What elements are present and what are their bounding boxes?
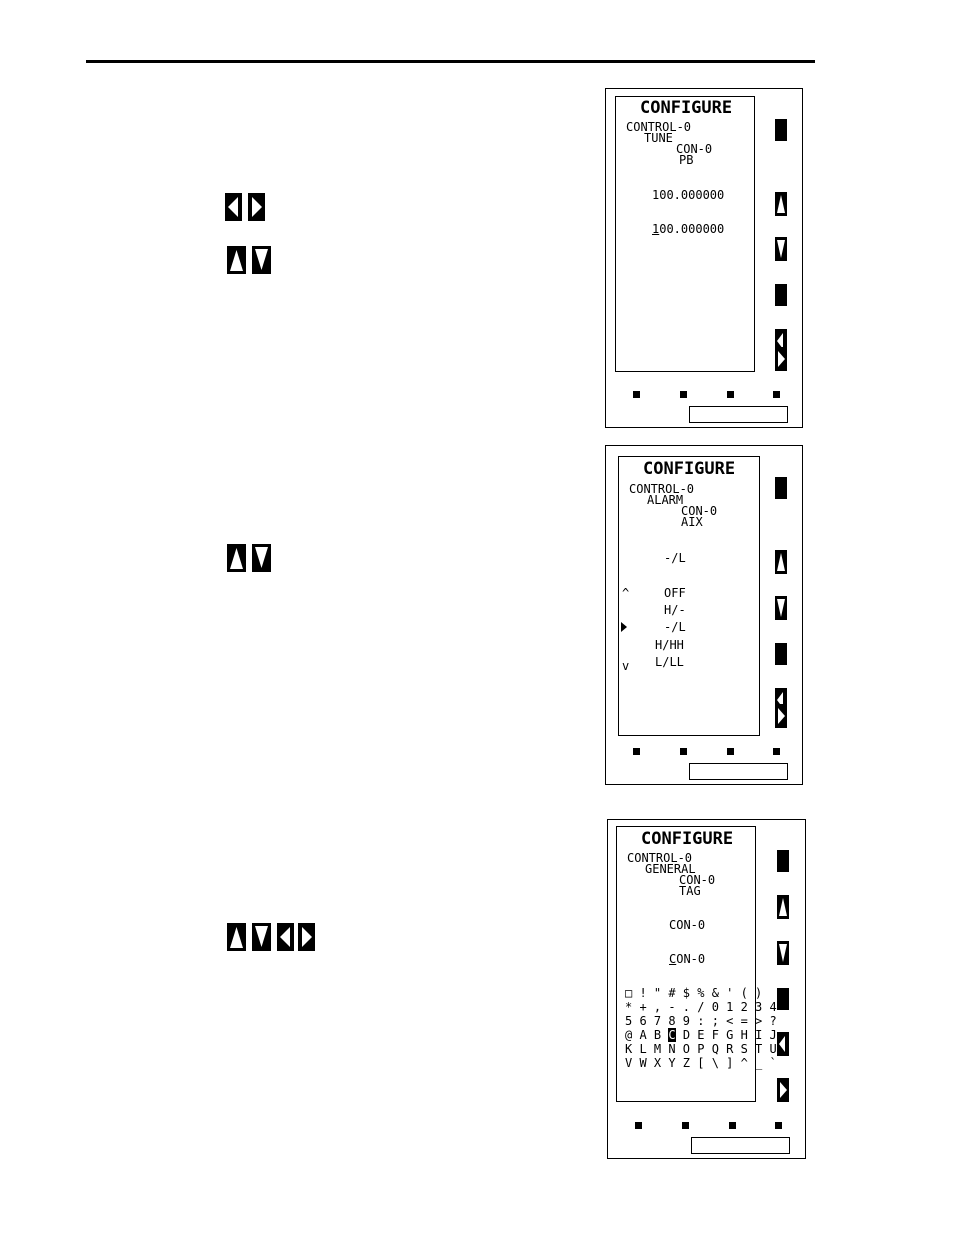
- scroll-up-indicator: ^: [622, 586, 630, 600]
- softkey-2[interactable]: [682, 1122, 689, 1129]
- up-key: [775, 550, 787, 574]
- blank-key: [775, 643, 787, 665]
- menu-path-4: PB: [679, 153, 694, 167]
- edit-value: CON-0: [669, 953, 705, 965]
- charset-row-1: □ ! " # $ % & ' ( ): [625, 986, 763, 1000]
- charset-row-6: V W X Y Z [ \ ] ^ _ `: [625, 1056, 777, 1070]
- blank-key: [775, 477, 787, 499]
- edit-value-rest: ON-0: [676, 952, 706, 966]
- right-key-icon[interactable]: [774, 345, 790, 373]
- charset-row-4-pre: @ A B: [625, 1028, 669, 1042]
- menu-path-2: GENERAL: [645, 862, 696, 876]
- charset-row-4-post: D E F G H I J: [675, 1028, 777, 1042]
- menu-path-4: AIX: [681, 515, 703, 529]
- softkey-label-box: [689, 406, 788, 423]
- softkey-4[interactable]: [775, 1122, 782, 1129]
- side-keys[interactable]: [776, 849, 792, 1107]
- softkey-label-box: [689, 763, 788, 780]
- menu-path-3: CON-0: [676, 142, 713, 156]
- menu-path-2: TUNE: [644, 131, 673, 145]
- softkey-3[interactable]: [727, 391, 734, 398]
- right-key-icon[interactable]: [774, 702, 790, 730]
- side-keys[interactable]: [774, 476, 790, 734]
- down-key: [775, 237, 787, 261]
- list-item-selected[interactable]: -/L: [664, 620, 686, 634]
- softkey-4[interactable]: [773, 391, 780, 398]
- blank-key: [777, 988, 789, 1010]
- list-item[interactable]: OFF: [664, 586, 686, 600]
- list-item[interactable]: H/-: [664, 603, 686, 617]
- menu-path-1: CONTROL-0: [627, 851, 693, 865]
- up-key: [775, 192, 787, 216]
- softkey-1[interactable]: [635, 1122, 642, 1129]
- charset-row-4: @ A B C D E F G H I J: [625, 1028, 777, 1043]
- softkey-3[interactable]: [729, 1122, 736, 1129]
- side-keys[interactable]: [774, 117, 790, 377]
- menu-path-4: TAG: [679, 884, 701, 898]
- charset-selected-char[interactable]: C: [668, 1028, 676, 1042]
- softkey-1[interactable]: [633, 391, 640, 398]
- charset-row-2: * + , - . / 0 1 2 3 4: [625, 1000, 777, 1014]
- blank-key: [775, 119, 787, 141]
- scroll-down-indicator: v: [622, 659, 630, 673]
- up-down-keys-icon: [227, 544, 271, 572]
- current-value: -/L: [664, 551, 686, 565]
- blank-key: [775, 284, 787, 306]
- list-item[interactable]: H/HH: [655, 638, 684, 652]
- menu-path-3: CON-0: [681, 504, 718, 518]
- edit-value-rest: 00.000000: [659, 222, 725, 236]
- up-down-keys-icon: [227, 246, 271, 274]
- edit-cursor: C: [669, 952, 677, 966]
- down-key: [775, 596, 787, 620]
- softkey-3[interactable]: [727, 748, 734, 755]
- display-screen: CONFIGURE CONTROL-0 ALARM CON-0 AIX -/L …: [618, 456, 760, 736]
- softkey-2[interactable]: [680, 748, 687, 755]
- screen-title: CONFIGURE: [641, 829, 734, 849]
- softkey-1[interactable]: [633, 748, 640, 755]
- softkey-2[interactable]: [680, 391, 687, 398]
- current-value: CON-0: [669, 918, 706, 932]
- current-value: 100.000000: [652, 188, 725, 202]
- down-key: [777, 941, 789, 965]
- screen-title: CONFIGURE: [640, 98, 733, 118]
- menu-path-3: CON-0: [679, 873, 716, 887]
- left-key: [777, 1032, 789, 1056]
- arrow-keys-icon: [227, 923, 315, 951]
- edit-cursor: 1: [652, 222, 660, 236]
- right-key-icon[interactable]: [776, 1076, 792, 1104]
- screen-title: CONFIGURE: [643, 459, 736, 479]
- menu-path-1: CONTROL-0: [626, 120, 692, 134]
- left-right-keys-icon: [225, 193, 265, 221]
- softkey-4[interactable]: [773, 748, 780, 755]
- header-rule: [86, 60, 815, 63]
- device-panel-alarm: CONFIGURE CONTROL-0 ALARM CON-0 AIX -/L …: [605, 445, 803, 785]
- up-key: [777, 895, 789, 919]
- right-key: [775, 375, 787, 377]
- menu-path-1: CONTROL-0: [629, 482, 695, 496]
- blank-key: [777, 850, 789, 872]
- device-panel-general: CONFIGURE CONTROL-0 GENERAL CON-0 TAG CO…: [607, 819, 806, 1159]
- edit-value: 100.000000: [652, 223, 724, 235]
- menu-path-2: ALARM: [647, 493, 684, 507]
- charset-row-5: K L M N O P Q R S T U: [625, 1042, 777, 1056]
- charset-row-3: 5 6 7 8 9 : ; < = > ?: [625, 1014, 777, 1028]
- display-screen: CONFIGURE CONTROL-0 TUNE CON-0 PB 100.00…: [615, 96, 755, 372]
- device-panel-tune: CONFIGURE CONTROL-0 TUNE CON-0 PB 100.00…: [605, 88, 803, 428]
- selection-pointer-icon: [621, 622, 627, 632]
- display-screen: CONFIGURE CONTROL-0 GENERAL CON-0 TAG CO…: [616, 826, 777, 1102]
- list-item[interactable]: L/LL: [655, 655, 684, 669]
- softkey-label-box: [691, 1137, 790, 1154]
